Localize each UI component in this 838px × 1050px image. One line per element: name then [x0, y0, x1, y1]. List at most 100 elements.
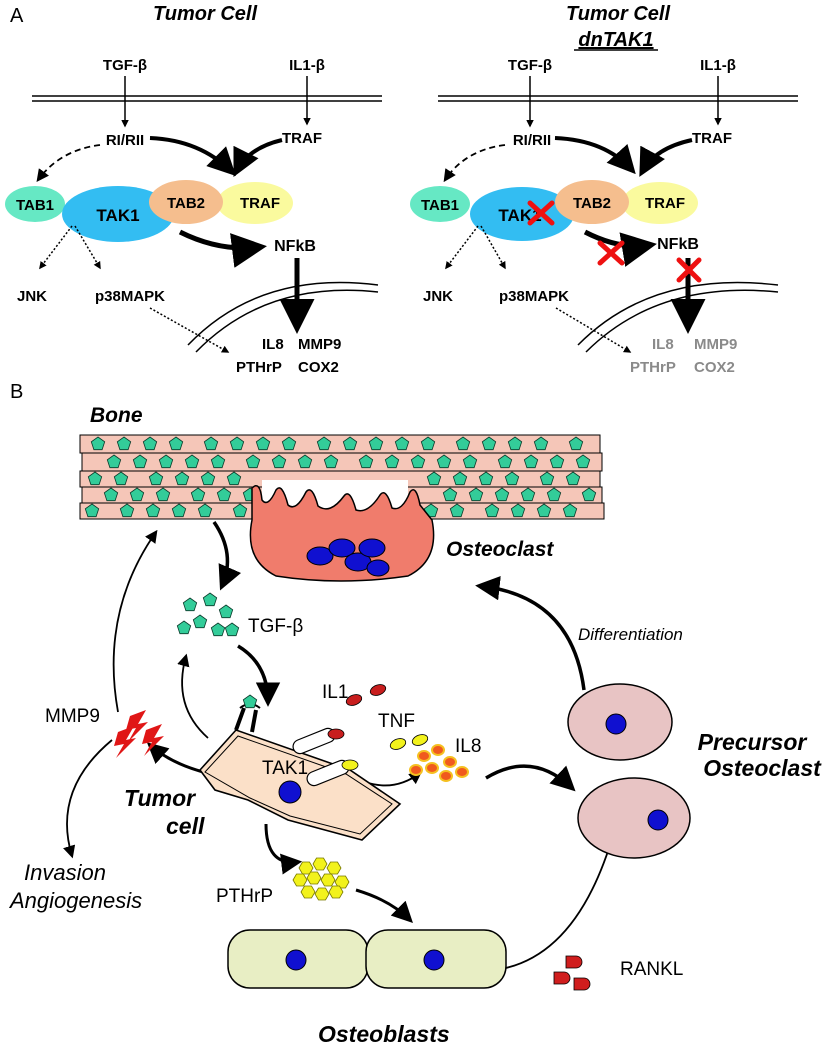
left-tab2-node [149, 180, 223, 224]
right-tab2-node [555, 180, 629, 224]
tumor-to-tgf-arrow [177, 653, 209, 739]
il1-receptor [292, 727, 345, 755]
right-panel-title: Tumor Cell [566, 3, 671, 25]
left-tgf-beta-label: TGF-β [103, 57, 147, 74]
left-traf-node [217, 182, 293, 224]
left-traf-node-label: TRAF [240, 195, 280, 212]
tumor-to-pthrp-arrow [264, 823, 303, 875]
il8-label: IL8 [455, 736, 481, 757]
panel-a-dntak1: Tumor Cell dnTAK1 TGF-β IL1-β RI/RII TRA… [410, 3, 798, 376]
tumor-nucleus [278, 780, 302, 804]
invasion-label: Invasion [24, 860, 106, 885]
right-membrane [438, 95, 798, 102]
nfkb-block-x [597, 240, 625, 266]
tumor-to-il8-arrow [364, 771, 423, 787]
tak1-block-x [527, 200, 555, 226]
right-tgf-beta-label: TGF-β [508, 57, 552, 74]
right-receptor-arrow [554, 136, 636, 175]
mmp9-to-bone-arrow [112, 529, 158, 713]
right-traf-label: TRAF [692, 130, 732, 147]
left-nuclear-membrane [187, 281, 379, 353]
left-il1-beta-label: IL1-β [289, 57, 325, 74]
right-p38mapk-label: p38MAPK [499, 288, 569, 305]
tgf-beta-label: TGF-β [248, 616, 303, 637]
left-mmp9-label: MMP9 [298, 336, 341, 353]
nuclear-block-x [676, 257, 702, 283]
left-traf-arrow [233, 138, 283, 178]
left-p38-nucleus-arrow [149, 307, 230, 353]
right-nfkb-label: NFkB [657, 236, 699, 253]
left-cox2-label: COX2 [298, 359, 339, 376]
rankl-molecules [553, 955, 591, 991]
precursor-label: Precursor [698, 729, 808, 755]
left-ri-rii-label: RI/RII [106, 132, 144, 149]
right-traf-node [622, 182, 698, 224]
tgf-to-tumor-arrow [237, 644, 281, 707]
tumor-cell-inner-outline [204, 735, 393, 835]
osteoclast-cell [249, 485, 435, 582]
left-nfkb-label: NFkB [274, 238, 316, 255]
right-mmp9-label: MMP9 [694, 336, 737, 353]
left-tab1-label: TAB1 [16, 197, 54, 214]
panel-b: B Bone Osteoclast TGF-β Differentiation [8, 381, 822, 1047]
left-membrane [32, 95, 382, 102]
left-p38mapk-label: p38MAPK [95, 288, 165, 305]
bone-label: Bone [90, 404, 143, 427]
right-nuclear-membrane [577, 281, 779, 353]
right-tab2-label: TAB2 [573, 195, 611, 212]
tgf-receptor [234, 694, 261, 733]
panel-a-label: A [10, 5, 24, 27]
tumor-cell [198, 729, 402, 841]
pthrp-to-osteoblast-arrow [355, 888, 413, 923]
left-tak1-nfkb-arrow [178, 229, 267, 268]
il1-label: IL1 [322, 682, 348, 703]
osteoblast-nucleus [423, 949, 445, 971]
tgf-beta-cluster [176, 592, 240, 637]
tak1-label: TAK1 [262, 758, 308, 779]
left-traf-label: TRAF [282, 130, 322, 147]
left-jnk-label: JNK [17, 288, 47, 305]
mmp9-lightning-icon [114, 710, 164, 758]
tnf-label: TNF [378, 711, 415, 732]
right-cox2-label: COX2 [694, 359, 735, 376]
osteoclast-label: Osteoclast [446, 538, 554, 561]
tnf-molecules [389, 734, 429, 750]
il1-molecules [345, 684, 387, 706]
pthrp-molecules [292, 857, 350, 901]
osteoclast-nucleus [358, 538, 386, 558]
left-tak1-node [62, 186, 174, 242]
precursor-osteoclast-label: Osteoclast [703, 755, 822, 781]
precursor-osteoclast-cell [577, 777, 691, 859]
left-il8-label: IL8 [262, 336, 284, 353]
left-p38-arrow [74, 225, 101, 270]
left-jnk-arrow [39, 225, 73, 270]
right-p38-arrow [480, 225, 506, 270]
right-panel-subtitle: dnTAK1 [578, 29, 653, 51]
left-receptor-arrow [149, 136, 236, 176]
mmp9-label: MMP9 [45, 706, 100, 727]
osteoblasts-label: Osteoblasts [318, 1021, 450, 1047]
left-tab2-label: TAB2 [167, 195, 205, 212]
right-jnk-label: JNK [423, 288, 453, 305]
osteoclast-nucleus [306, 546, 334, 566]
angiogenesis-label: Angiogenesis [8, 888, 142, 913]
osteoblast-to-precursor-arrow [505, 829, 618, 969]
left-panel-title: Tumor Cell [153, 3, 258, 25]
mmp9-to-invasion-arrow [63, 739, 113, 859]
osteoblast-nucleus [285, 949, 307, 971]
pthrp-label: PTHrP [216, 886, 273, 907]
right-ri-rii-label: RI/RII [513, 132, 551, 149]
right-dashed-arrow [443, 144, 506, 183]
cell-label: cell [166, 813, 205, 839]
right-pthrp-label: PTHrP [630, 359, 676, 376]
right-traf-node-label: TRAF [645, 195, 685, 212]
precursor-nucleus [647, 809, 669, 831]
left-tab1-node [5, 186, 65, 222]
left-pthrp-label: PTHrP [236, 359, 282, 376]
panel-b-label: B [10, 381, 23, 403]
right-jnk-arrow [445, 225, 479, 270]
il8-molecules [409, 744, 469, 782]
right-il1-beta-label: IL1-β [700, 57, 736, 74]
right-tak1-node [470, 187, 574, 241]
right-tab1-label: TAB1 [421, 197, 459, 214]
